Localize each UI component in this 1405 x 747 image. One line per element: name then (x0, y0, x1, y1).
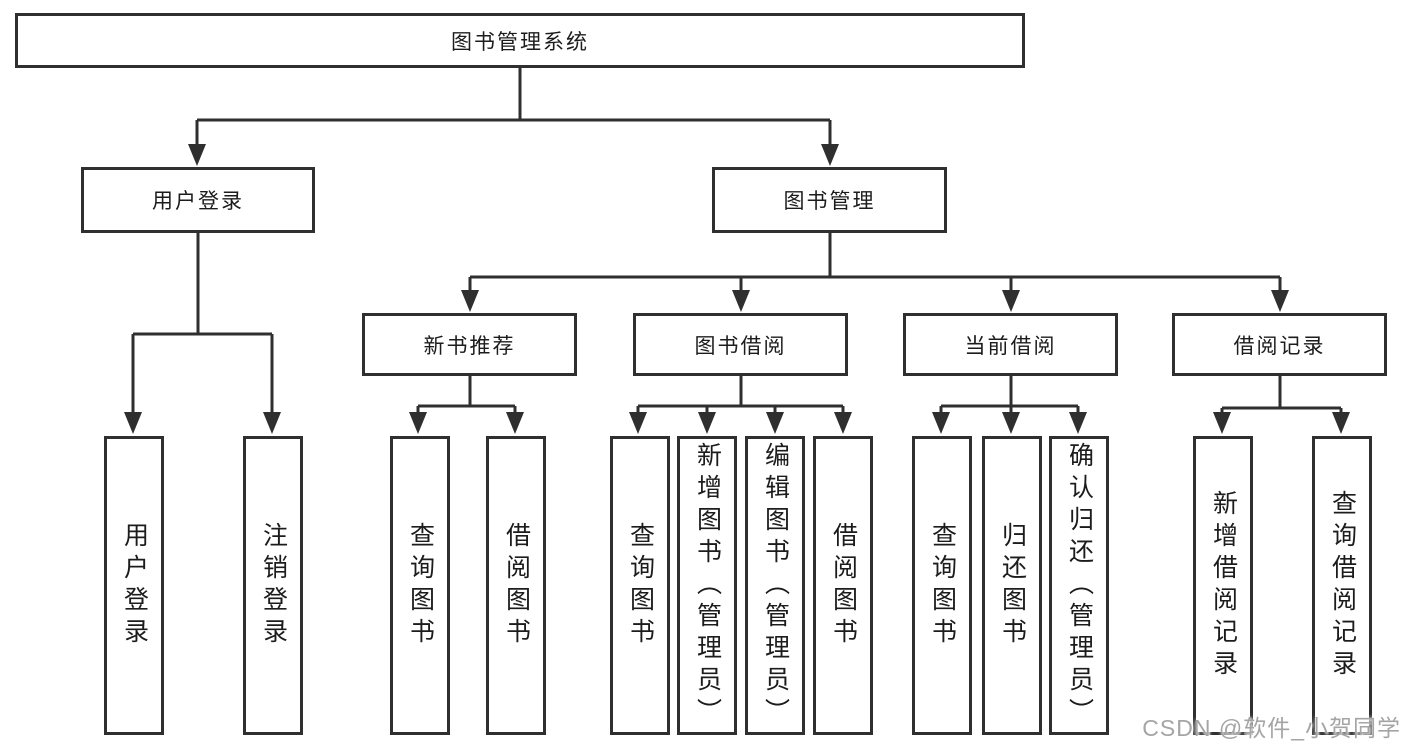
connector-strokes (131, 68, 1343, 417)
node-borrowing-records-label: 借阅记录 (1233, 334, 1326, 358)
leaf-borrow-books: 借阅图书 (813, 436, 873, 735)
leaf-query-books-current-label: 查询图书 (928, 521, 957, 650)
leaf-borrow-books-label: 借阅图书 (829, 521, 858, 650)
node-book-management: 图书管理 (712, 167, 947, 233)
node-root: 图书管理系统 (15, 13, 1025, 68)
arrowheads (124, 144, 1350, 434)
leaf-confirm-return-admin: 确认归还（管理员） (1049, 436, 1109, 735)
node-new-book-recommend: 新书推荐 (362, 313, 577, 376)
leaf-return-books: 归还图书 (982, 436, 1042, 735)
leaf-logout: 注销登录 (243, 436, 303, 735)
leaf-add-borrow-record-label: 新增借阅记录 (1209, 489, 1238, 682)
leaf-return-books-label: 归还图书 (998, 521, 1027, 650)
leaf-query-books-borrow-label: 查询图书 (626, 521, 655, 650)
node-user-login-label: 用户登录 (152, 190, 244, 213)
leaf-add-books-admin-label: 新增图书（管理员） (693, 441, 722, 730)
leaf-query-books-recommend: 查询图书 (390, 436, 450, 735)
leaf-confirm-return-admin-label: 确认归还（管理员） (1065, 441, 1094, 730)
node-borrowing-records: 借阅记录 (1172, 313, 1387, 376)
leaf-query-books-recommend-label: 查询图书 (406, 521, 435, 650)
leaf-user-login: 用户登录 (104, 436, 164, 735)
node-current-borrowing: 当前借阅 (903, 313, 1118, 376)
node-book-management-label: 图书管理 (783, 190, 876, 213)
leaf-borrow-books-recommend: 借阅图书 (486, 436, 546, 735)
node-current-borrowing-label: 当前借阅 (964, 334, 1057, 358)
leaf-edit-books-admin: 编辑图书（管理员） (745, 436, 805, 735)
leaf-edit-books-admin-label: 编辑图书（管理员） (761, 441, 790, 730)
node-book-borrowing: 图书借阅 (633, 313, 848, 376)
leaf-add-borrow-record: 新增借阅记录 (1193, 436, 1253, 735)
leaf-add-books-admin: 新增图书（管理员） (677, 436, 737, 735)
node-user-login: 用户登录 (81, 167, 315, 233)
node-new-book-recommend-label: 新书推荐 (423, 334, 516, 358)
leaf-borrow-books-recommend-label: 借阅图书 (502, 521, 531, 650)
leaf-logout-label: 注销登录 (259, 521, 288, 650)
csdn-watermark: CSDN @软件_小贺同学 (1142, 715, 1401, 741)
node-book-borrowing-label: 图书借阅 (694, 334, 787, 358)
leaf-query-borrow-record-label: 查询借阅记录 (1328, 489, 1357, 682)
leaf-query-borrow-record: 查询借阅记录 (1312, 436, 1372, 735)
node-root-label: 图书管理系统 (451, 30, 589, 54)
leaf-query-books-borrow: 查询图书 (610, 436, 670, 735)
leaf-query-books-current: 查询图书 (912, 436, 972, 735)
leaf-user-login-label: 用户登录 (120, 521, 149, 650)
